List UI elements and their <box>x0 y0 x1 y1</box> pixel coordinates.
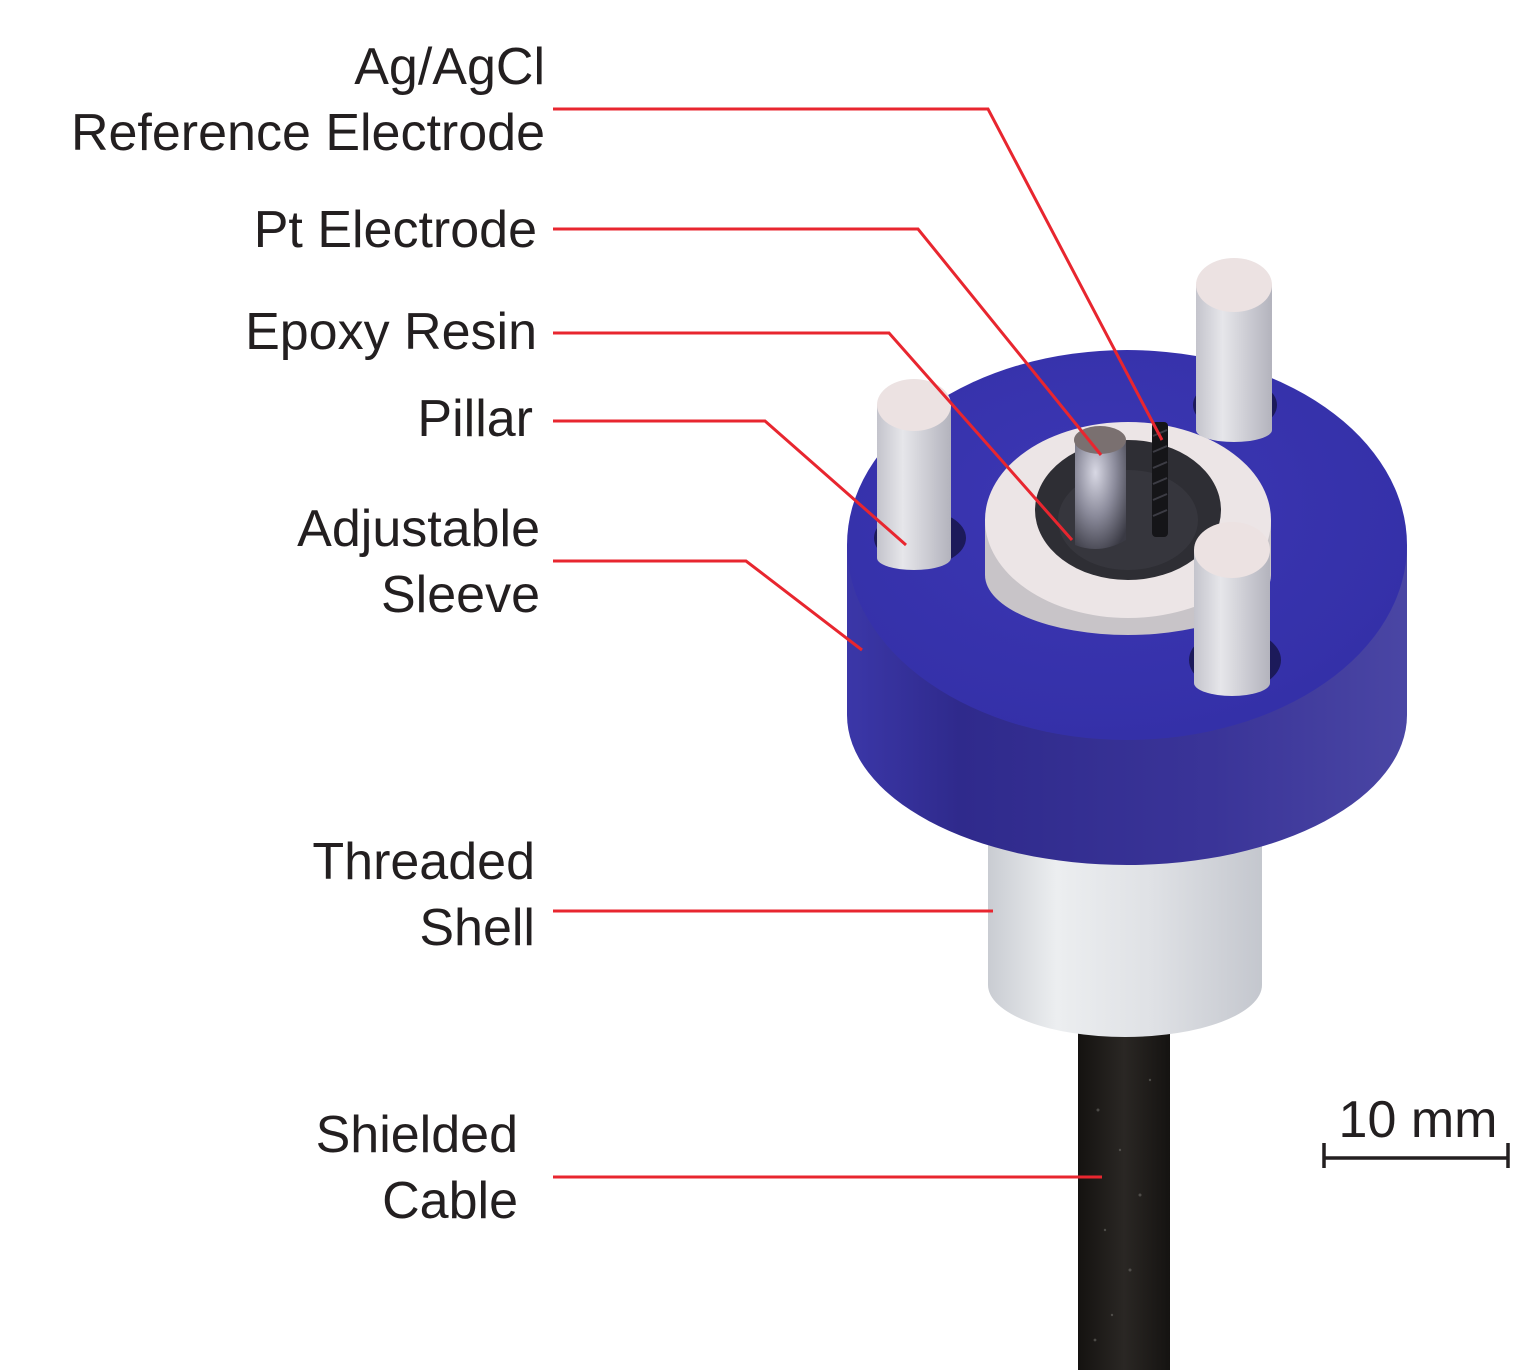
label-line: Ag/AgCl <box>354 38 545 96</box>
pillar-back <box>1196 258 1272 442</box>
reference-electrode <box>1152 422 1168 537</box>
pt-electrode <box>1074 426 1126 549</box>
leader-line-sleeve <box>553 559 863 652</box>
label-line: Pt Electrode <box>253 201 537 259</box>
scale-bar <box>1322 1143 1510 1168</box>
pillar-front <box>1194 522 1270 696</box>
label-pt-electrode: Pt Electrode <box>254 197 537 263</box>
leader-line-reference <box>553 107 1164 441</box>
label-epoxy-resin: Epoxy Resin <box>245 299 537 365</box>
pillar-left <box>877 379 951 570</box>
label-pillar: Pillar <box>417 386 533 452</box>
label-line: Shielded <box>315 1106 518 1164</box>
label-line: Pillar <box>417 390 533 448</box>
leader-line-epoxy <box>553 331 1074 541</box>
threaded-shell <box>988 830 1262 1037</box>
label-line: Threaded <box>312 833 535 891</box>
label-line: Adjustable <box>297 500 540 558</box>
label-line: Reference Electrode <box>70 104 545 162</box>
leader-line-pt <box>553 227 1103 456</box>
label-line: Cable <box>382 1172 518 1230</box>
leader-line-pillar <box>553 419 907 547</box>
shielded-cable <box>1078 1000 1170 1370</box>
scale-bar-label: 10 mm <box>1339 1091 1498 1149</box>
label-line: Epoxy Resin <box>245 303 537 361</box>
label-line: Shell <box>419 899 535 957</box>
label-line: Sleeve <box>381 566 540 624</box>
